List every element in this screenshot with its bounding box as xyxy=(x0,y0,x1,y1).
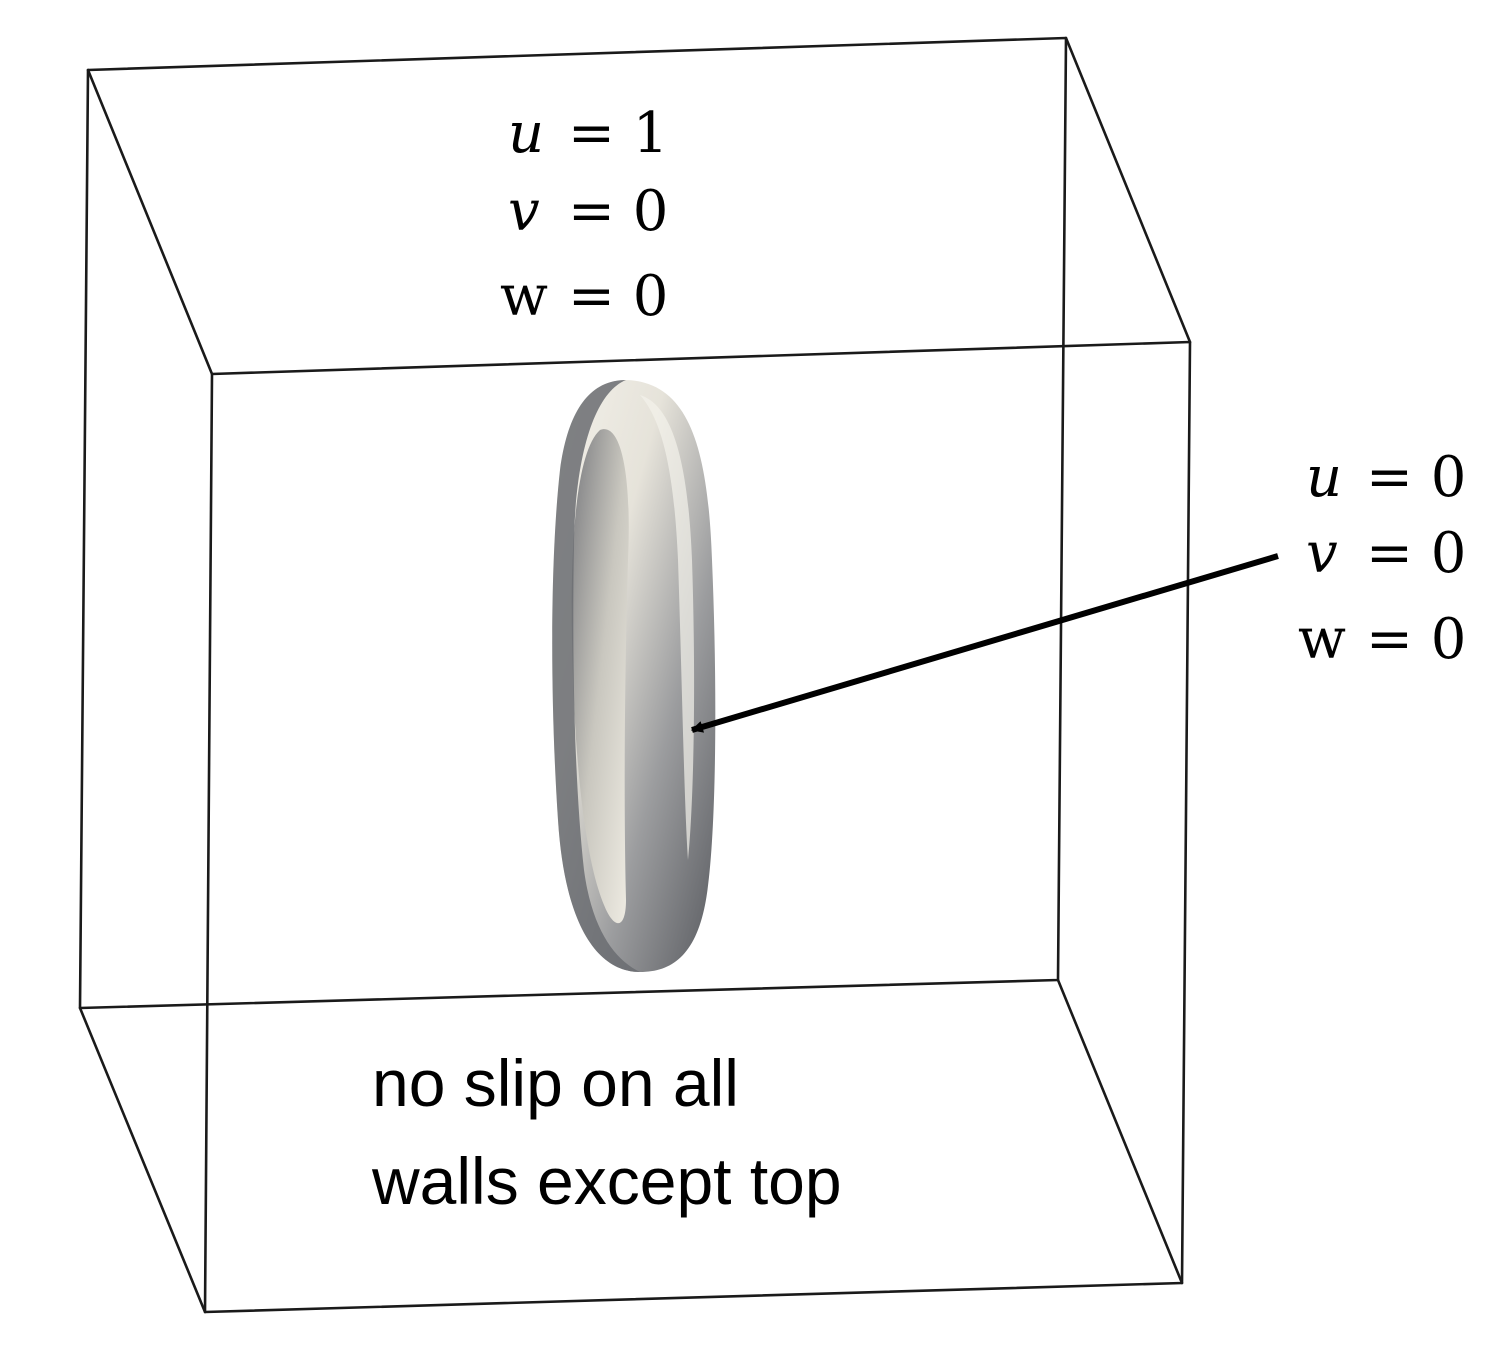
obstacle-w-eq: = 0 xyxy=(1366,607,1466,672)
top-v-eq: = 0 xyxy=(568,179,668,244)
box-edge-bottom-right xyxy=(1056,978,1184,1285)
box-edge-top-left xyxy=(86,68,214,376)
obstacle-boundary-condition: u = 0 v = 0 w = 0 xyxy=(1298,445,1466,672)
pointer-arrow-icon xyxy=(690,553,1279,733)
obstacle-v-var: v xyxy=(1306,521,1338,586)
box-edge-top-right xyxy=(1064,36,1192,344)
box-edge-bottom-left xyxy=(78,1006,207,1314)
wall-note-line1: no slip on all xyxy=(372,1046,739,1120)
wall-note: no slip on all walls except top xyxy=(371,1046,842,1218)
top-w-var: w xyxy=(500,264,548,329)
top-u-eq: = 1 xyxy=(568,101,668,166)
wall-note-line2: walls except top xyxy=(371,1144,842,1218)
torus-obstacle-icon xyxy=(552,380,716,972)
domain-box xyxy=(78,36,1192,1314)
top-w-eq: = 0 xyxy=(568,264,668,329)
obstacle-v-eq: = 0 xyxy=(1366,521,1466,586)
top-v-var: v xyxy=(508,179,540,244)
obstacle-u-eq: = 0 xyxy=(1366,445,1466,510)
top-boundary-condition: u = 1 v = 0 w = 0 xyxy=(500,101,668,329)
top-u-var: u xyxy=(508,101,544,166)
obstacle-w-var: w xyxy=(1298,607,1346,672)
obstacle-u-var: u xyxy=(1306,445,1342,510)
